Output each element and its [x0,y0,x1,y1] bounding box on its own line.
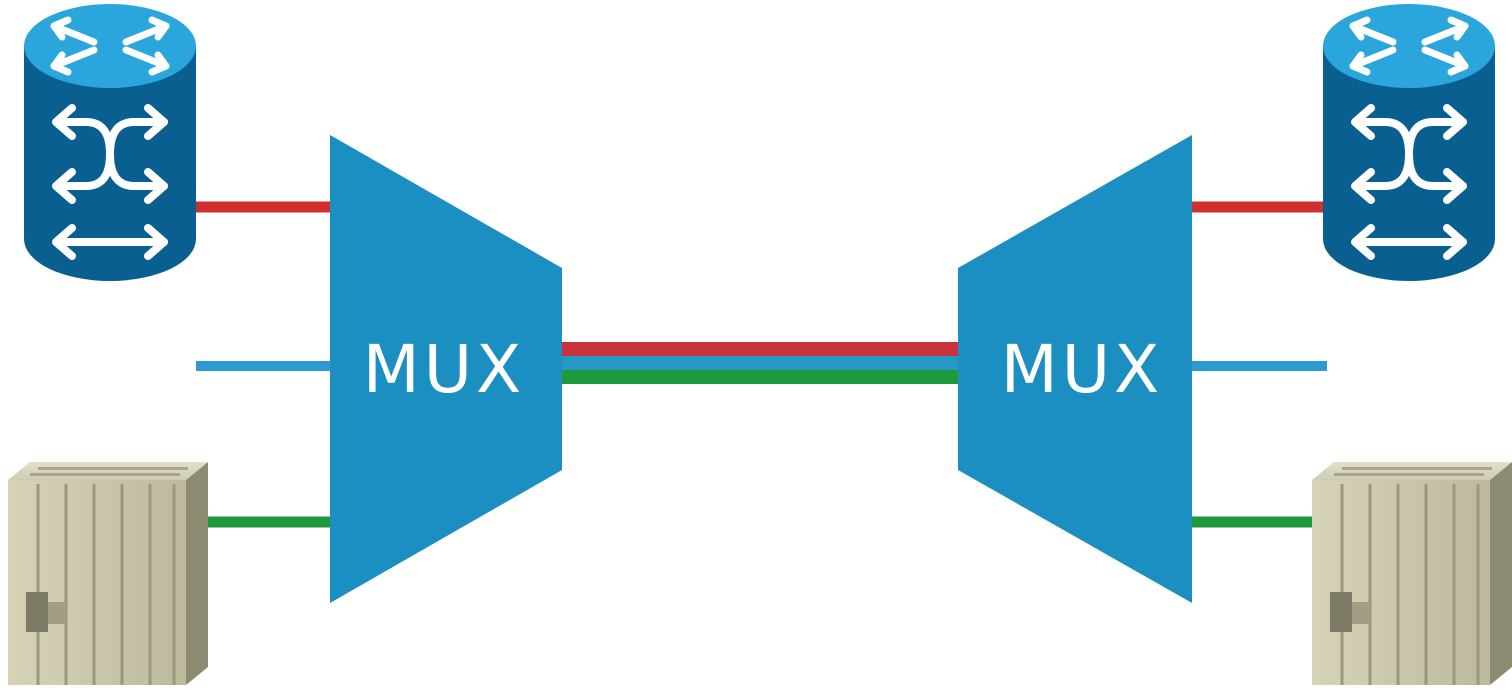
left-router-icon [24,4,196,281]
right-router-icon [1323,4,1495,281]
left-mux-label: MUX [363,331,525,408]
left-server-rack-icon [6,460,210,687]
right-mux-label: MUX [1001,331,1163,408]
trunk-link [555,342,965,384]
right-mux: MUX [958,135,1192,603]
right-server-rack-icon [1310,460,1512,687]
left-mux: MUX [330,135,562,603]
